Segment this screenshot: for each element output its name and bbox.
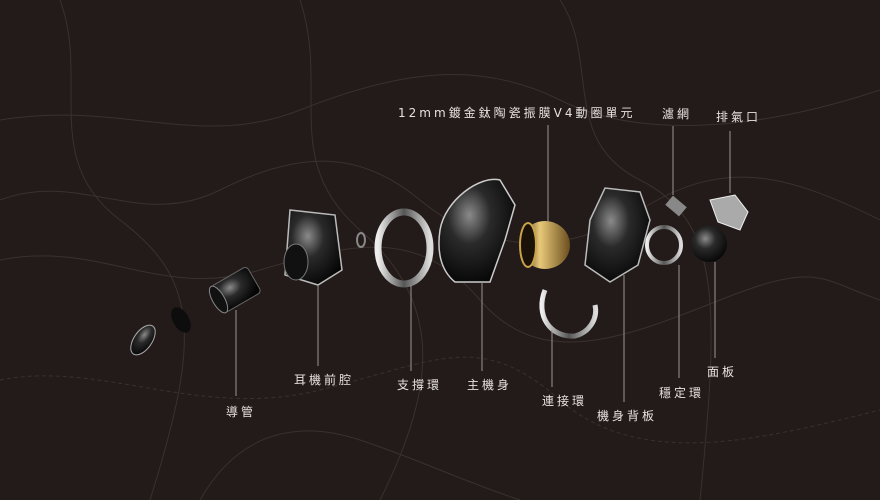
faceplate xyxy=(691,226,727,262)
label-filter: 濾網 xyxy=(662,107,693,121)
leader-lines xyxy=(235,125,731,402)
back-plate xyxy=(584,187,651,283)
front-cavity xyxy=(283,209,343,286)
connector-ring xyxy=(539,289,599,339)
label-nozzle: 導管 xyxy=(226,405,257,419)
main-body xyxy=(438,178,516,283)
label-vent: 排氣口 xyxy=(716,110,762,124)
label-support-ring: 支撐環 xyxy=(397,378,443,392)
label-front-cavity: 耳機前腔 xyxy=(294,373,355,387)
small-washer xyxy=(356,232,366,248)
filter-mesh xyxy=(665,195,687,217)
label-stabilizer-ring: 穩定環 xyxy=(659,386,705,400)
label-main-body: 主機身 xyxy=(467,378,513,392)
label-faceplate: 面板 xyxy=(707,365,738,379)
stabilizer-ring xyxy=(645,225,683,265)
label-driver-unit: 12mm鍍金鈦陶瓷振膜V4動圈單元 xyxy=(398,106,636,120)
nozzle-tip-mesh xyxy=(130,324,156,356)
driver-unit xyxy=(519,221,570,269)
support-ring xyxy=(374,208,434,288)
nozzle-filter xyxy=(171,307,191,333)
vent-part xyxy=(709,194,749,231)
label-back-plate: 機身背板 xyxy=(597,409,658,423)
label-connector-ring: 連接環 xyxy=(542,394,588,408)
nozzle xyxy=(208,266,261,314)
